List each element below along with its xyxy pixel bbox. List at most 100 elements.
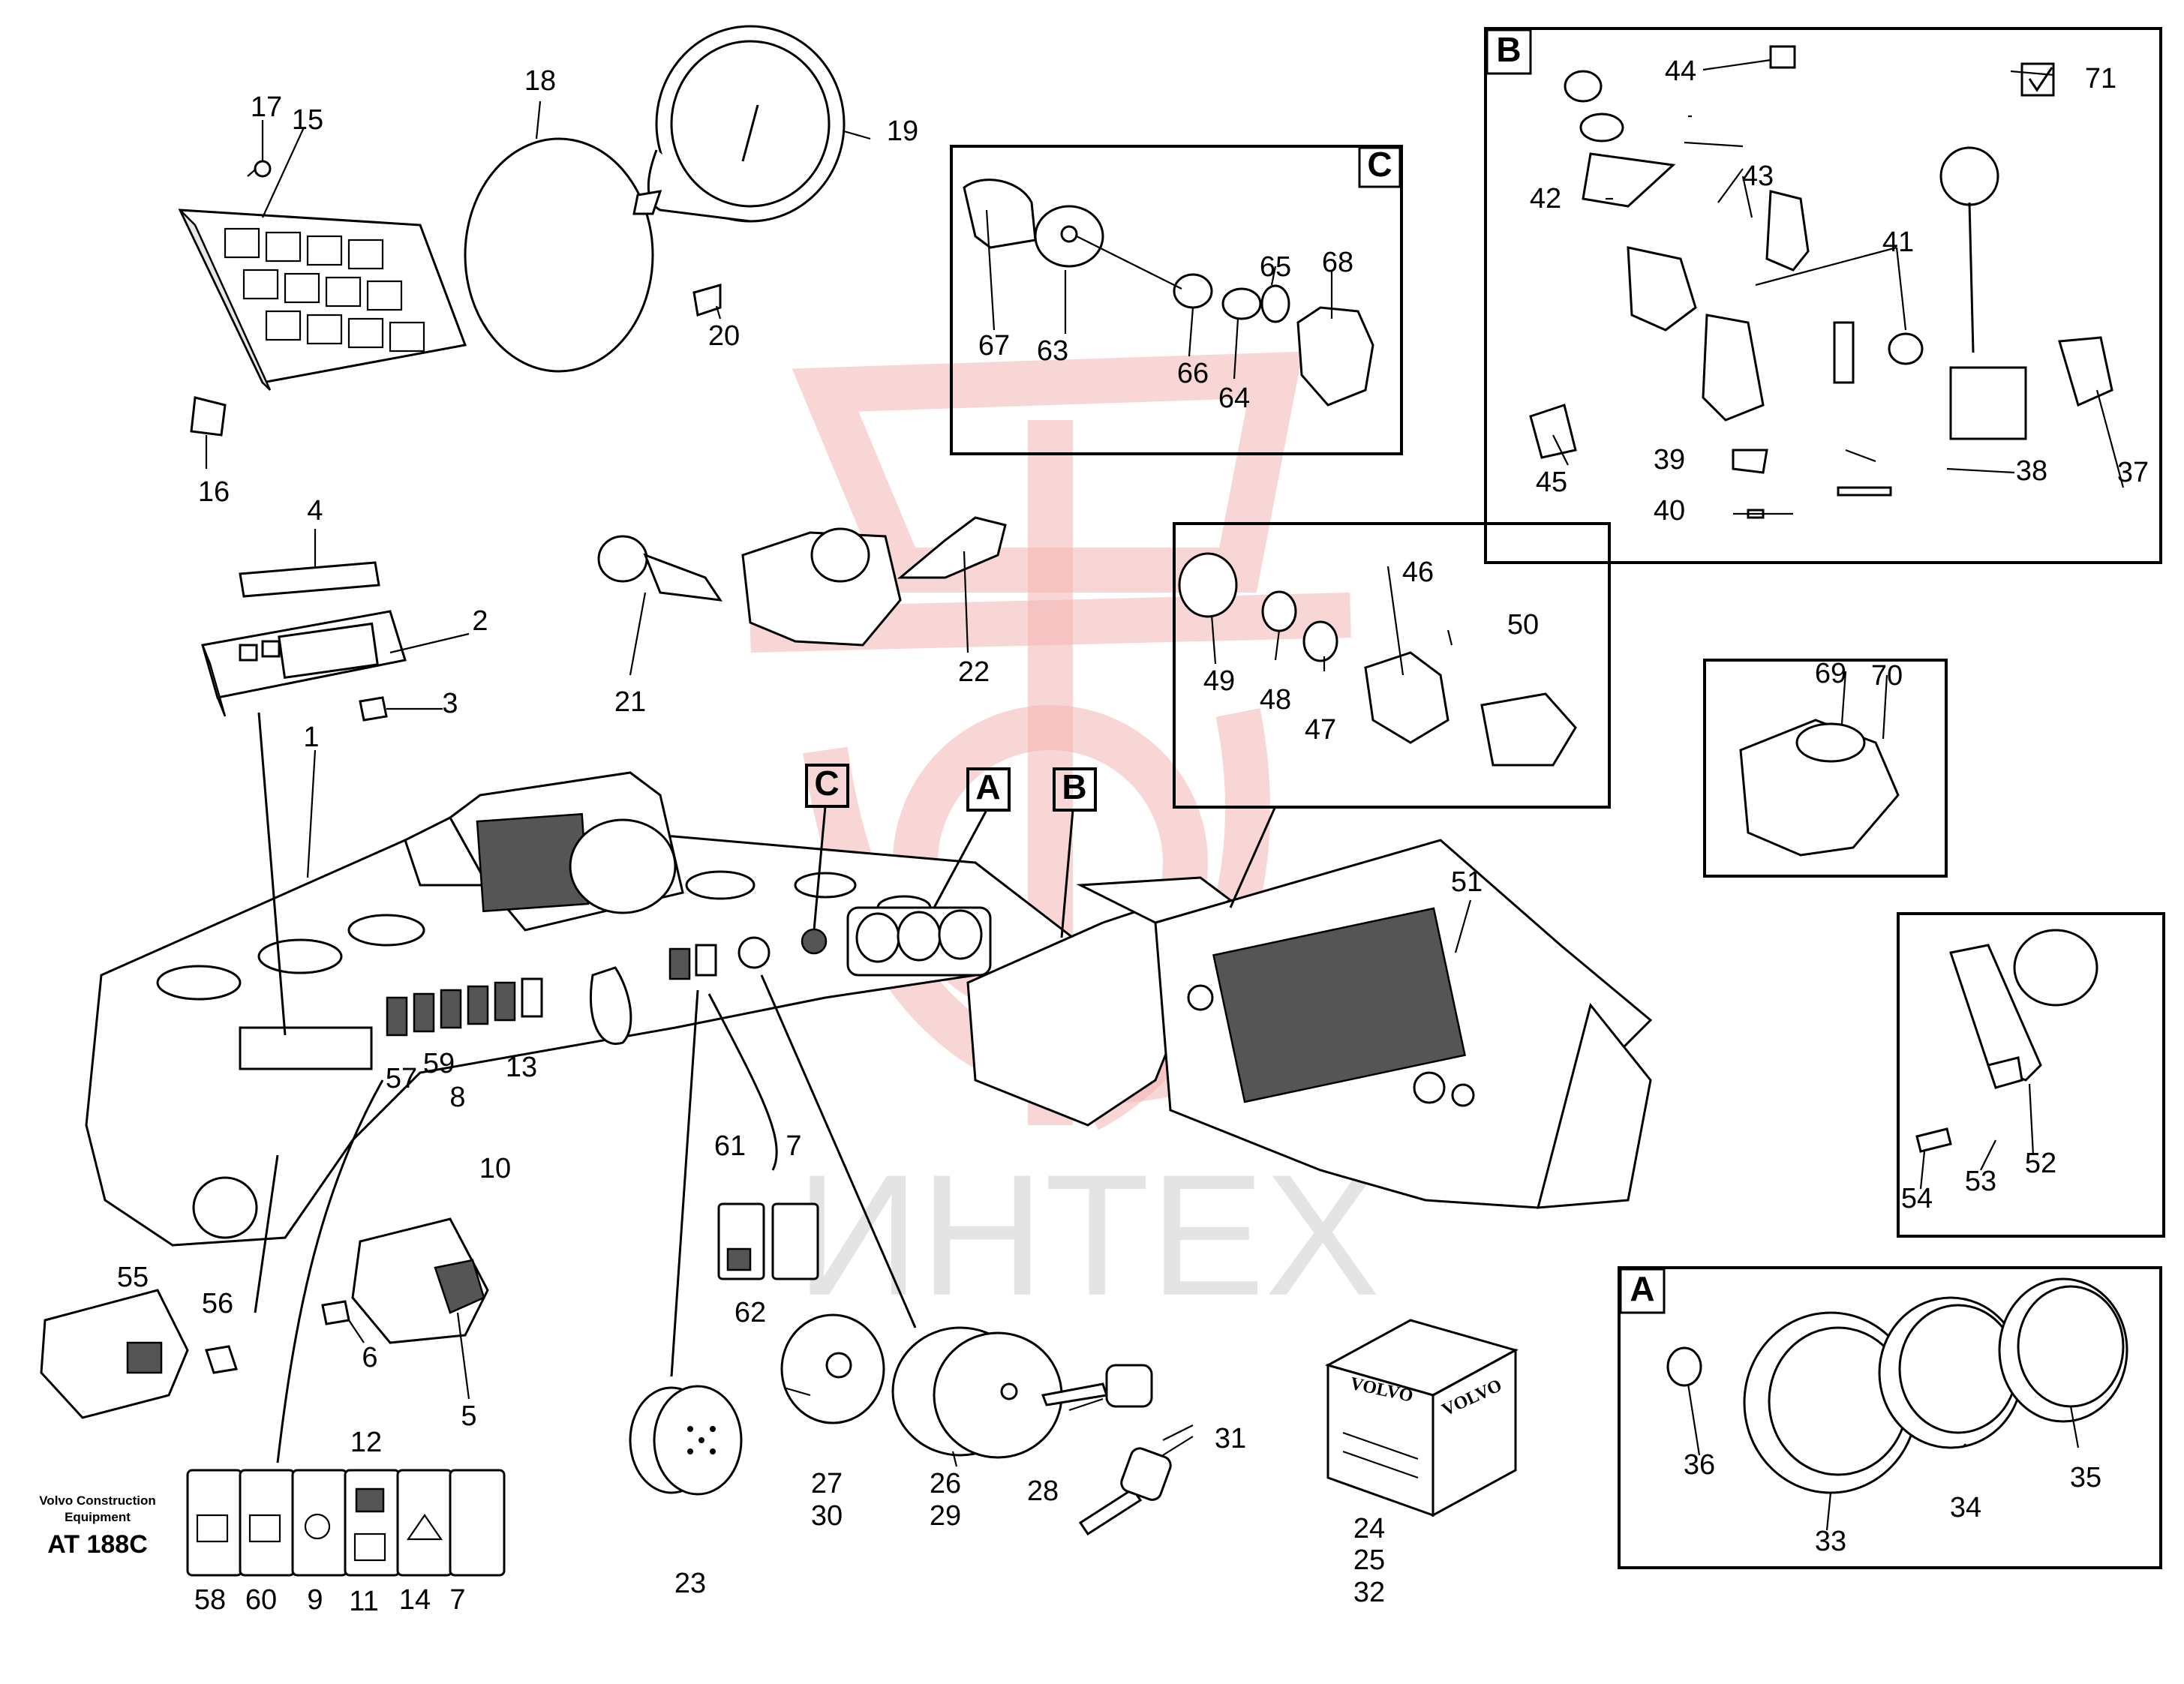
part-label-50: 50 [1507,609,1539,641]
part-label-6: 6 [362,1342,377,1373]
switch-legend-panel [186,1469,506,1577]
rocker-switches [40,1217,489,1419]
part-label-47: 47 [1305,714,1336,746]
part-label-59: 59 [423,1048,455,1079]
part-label-7-bottom: 7 [449,1584,465,1616]
part-label-8: 8 [449,1082,465,1113]
drawing-code: AT 188C [47,1530,148,1559]
caption-company-line2: Equipment [65,1510,131,1524]
leader-lines [205,59,2125,1531]
part-label-48: 48 [1260,684,1291,716]
part-label-70: 70 [1871,660,1903,692]
part-label-54: 54 [1901,1183,1933,1214]
main-view-callouts [254,712,1277,1463]
part-label-57: 57 [386,1063,417,1094]
callout-a-main: A [975,767,1000,806]
part-label-2: 2 [472,605,488,637]
part-label-41: 41 [1882,227,1914,258]
part-label-30: 30 [811,1500,843,1532]
part-label-11: 11 [349,1586,378,1617]
part-label-43: 43 [1742,161,1774,192]
horn [629,1385,743,1496]
part-label-28: 28 [1027,1475,1059,1507]
watermark-text: ИНТЕХ [796,1139,1380,1331]
part-label-53: 53 [1965,1166,1996,1197]
part-label-27: 27 [811,1468,843,1499]
dashboard-body [85,771,1075,1247]
part-label-61: 61 [714,1130,746,1162]
detail-box-c [950,145,1403,455]
callout-b-main: B [1062,767,1086,806]
part-label-58: 58 [194,1584,226,1616]
part-label-26: 26 [930,1468,961,1499]
callout-a-box: A [1630,1269,1654,1308]
part-label-52: 52 [2025,1148,2056,1179]
part-label-46: 46 [1402,557,1434,588]
part-label-5: 5 [461,1400,476,1432]
part-label-71: 71 [2085,63,2116,95]
part-label-49: 49 [1203,665,1235,697]
climate-control-unit [201,561,407,722]
part-label-64: 64 [1218,383,1250,414]
ignition-switch-assembly [780,1313,1172,1536]
part-label-62: 62 [735,1297,766,1328]
steering-column-switch [597,516,1007,647]
part-label-7-top: 7 [786,1130,801,1162]
part-label-32: 32 [1353,1577,1385,1608]
part-label-65: 65 [1260,251,1291,283]
part-label-34: 34 [1950,1492,1981,1523]
part-label-9: 9 [307,1584,323,1616]
part-label-16: 16 [198,476,230,508]
part-label-22: 22 [958,656,990,688]
detail-box-b [1484,27,2162,564]
part-label-56: 56 [202,1288,233,1319]
part-label-44: 44 [1665,56,1696,87]
detail-box-switch-bracket [1897,912,2165,1238]
part-label-12: 12 [350,1427,382,1458]
part-label-39: 39 [1654,444,1685,476]
part-label-15: 15 [292,104,323,136]
callout-c-box: C [1367,145,1392,184]
side-console [966,839,1653,1209]
warning-light-panel [178,160,467,437]
caption-company-line1: Volvo Construction [39,1493,156,1508]
part-label-4: 4 [307,495,323,527]
part-label-51: 51 [1451,866,1483,898]
part-label-23: 23 [674,1568,706,1599]
part-label-69: 69 [1815,658,1846,689]
drawing-caption: Volvo Construction Equipment AT 188C [15,1493,180,1559]
callout-c-main: C [814,764,839,803]
callout-b-box: B [1496,30,1521,69]
part-label-20: 20 [708,320,740,352]
volvo-kit-box: VOLVO VOLVO [1325,1319,1519,1517]
part-label-45: 45 [1536,467,1567,498]
part-label-35: 35 [2070,1462,2101,1493]
part-label-29: 29 [930,1500,961,1532]
part-label-31: 31 [1215,1423,1246,1454]
part-label-63: 63 [1037,335,1068,367]
part-label-66: 66 [1177,358,1209,389]
part-label-17: 17 [251,92,282,123]
part-label-14: 14 [399,1584,431,1616]
switch-module-61 [717,1202,819,1280]
part-label-21: 21 [614,686,646,718]
part-label-55: 55 [117,1262,149,1293]
part-label-24: 24 [1353,1513,1385,1544]
part-label-1: 1 [303,722,319,753]
part-label-18: 18 [524,65,556,97]
part-label-40: 40 [1654,495,1685,527]
part-label-68: 68 [1322,247,1353,278]
part-label-19: 19 [887,116,918,147]
part-label-37: 37 [2117,457,2149,488]
part-label-67: 67 [978,330,1010,362]
part-label-10: 10 [479,1153,511,1184]
detail-box-blower-switch [1173,522,1611,809]
part-label-36: 36 [1684,1449,1715,1481]
part-label-60: 60 [245,1584,277,1616]
tachometer-gauge [464,25,846,373]
part-label-3: 3 [442,688,458,719]
detail-box-a [1618,1266,2162,1569]
detail-box-column-cover [1703,659,1948,878]
